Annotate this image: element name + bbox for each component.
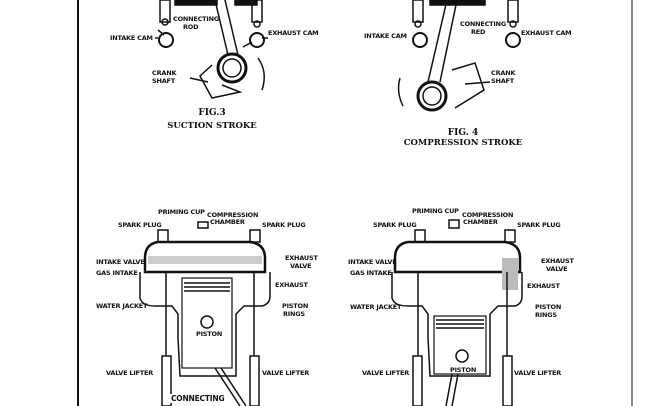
fig6-compression-label: COMPRESSION (462, 211, 514, 219)
fig4-intake-cam-label: INTAKE CAM (364, 32, 407, 40)
fig3-title: SUCTION STROKE (167, 121, 257, 131)
fig5-piston-label-1: PISTON (282, 302, 309, 310)
fig5-spark-plug-left-label: SPARK PLUG (118, 221, 162, 229)
fig6-spark-plug-left-label: SPARK PLUG (373, 221, 417, 229)
fig4-title: COMPRESSION STROKE (403, 138, 523, 148)
fig5-valve-lifter-right-label: VALVE LIFTER (262, 369, 310, 377)
exhaust-cam (249, 32, 265, 48)
connecting-rod (214, 0, 239, 56)
fig6-gas-intake-label: GAS INTAKE (350, 269, 392, 277)
fig5-exhaust-label-1: EXHAUST (285, 254, 318, 262)
fig3-exhaust-cam-label: EXHAUST CAM (268, 29, 319, 37)
fig6-priming-cup-label: PRIMING CUP (412, 207, 459, 215)
fig6-intake-valve-label: INTAKE VALVE (348, 258, 397, 266)
fig4-crank-label: CRANK (491, 69, 516, 77)
fig5-water-jacket-label: WATER JACKET (96, 302, 148, 310)
fig5-intake-valve-label: INTAKE VALVE (96, 258, 145, 266)
fig4-number: FIG. 4 (447, 128, 479, 138)
fig5-drawing (139, 221, 271, 406)
exhaust-tappet (251, 0, 263, 23)
fig5-rings-label: RINGS (283, 310, 305, 318)
fig5-valve-lifter-left-label: VALVE LIFTER (106, 369, 154, 377)
fig5-spark-plug-right-label: SPARK PLUG (262, 221, 306, 229)
fig3-rod-label: ROD (183, 23, 199, 31)
fig6-drawing (391, 219, 523, 406)
fig6-valve-label: VALVE (546, 265, 568, 273)
fig5-exhaust-label: EXHAUST (275, 281, 308, 289)
fig3-drawing (155, 0, 268, 99)
fig6-valve-lifter-right-label: VALVE LIFTER (514, 369, 562, 377)
fig6-exhaust-label: EXHAUST (527, 282, 560, 290)
piston (181, 277, 233, 369)
fig4-connecting-rod-label: CONNECTING (460, 20, 507, 28)
fig6-piston-label-1: PISTON (535, 303, 562, 311)
crank-web (199, 64, 243, 99)
fig6-water-jacket-label: WATER JACKET (350, 303, 402, 311)
fig4-drawing (397, 0, 521, 112)
fig4-exhaust-cam-label: EXHAUST CAM (521, 29, 572, 37)
fig5-chamber-label: CHAMBER (210, 218, 245, 226)
fig5-compression-label: COMPRESSION (207, 211, 259, 219)
fig5-gas-intake-label: GAS INTAKE (96, 269, 138, 277)
fig3-crank-label: CRANK (152, 69, 177, 77)
fig6-valve-lifter-left-label: VALVE LIFTER (362, 369, 410, 377)
fig6-spark-plug-right-label: SPARK PLUG (517, 221, 561, 229)
fig6-piston-label: PISTON (450, 366, 477, 374)
crank-bearing (216, 52, 248, 84)
intake-tappet (159, 0, 171, 23)
fig3-shaft-label: SHAFT (152, 77, 176, 85)
fig6-rings-label: RINGS (535, 311, 557, 319)
fig4-rod-label: RED (471, 28, 486, 36)
fig3-intake-cam-label: INTAKE CAM (110, 34, 153, 42)
fig3-connecting-rod-label: CONNECTING (173, 15, 220, 23)
fig6-chamber-label: CHAMBER (463, 218, 498, 226)
rotation-arrow (257, 57, 265, 91)
fig5-valve-label: VALVE (290, 262, 312, 270)
fig4-shaft-label: SHAFT (491, 77, 515, 85)
fig6-exhaust-label-1: EXHAUST (541, 257, 574, 265)
fig3-number: FIG.3 (198, 108, 226, 118)
fig5-connecting-label: CONNECTING (170, 394, 226, 403)
fig5-priming-cup-label: PRIMING CUP (158, 208, 205, 216)
fig5-piston-label: PISTON (196, 330, 223, 338)
intake-cam (158, 32, 174, 48)
